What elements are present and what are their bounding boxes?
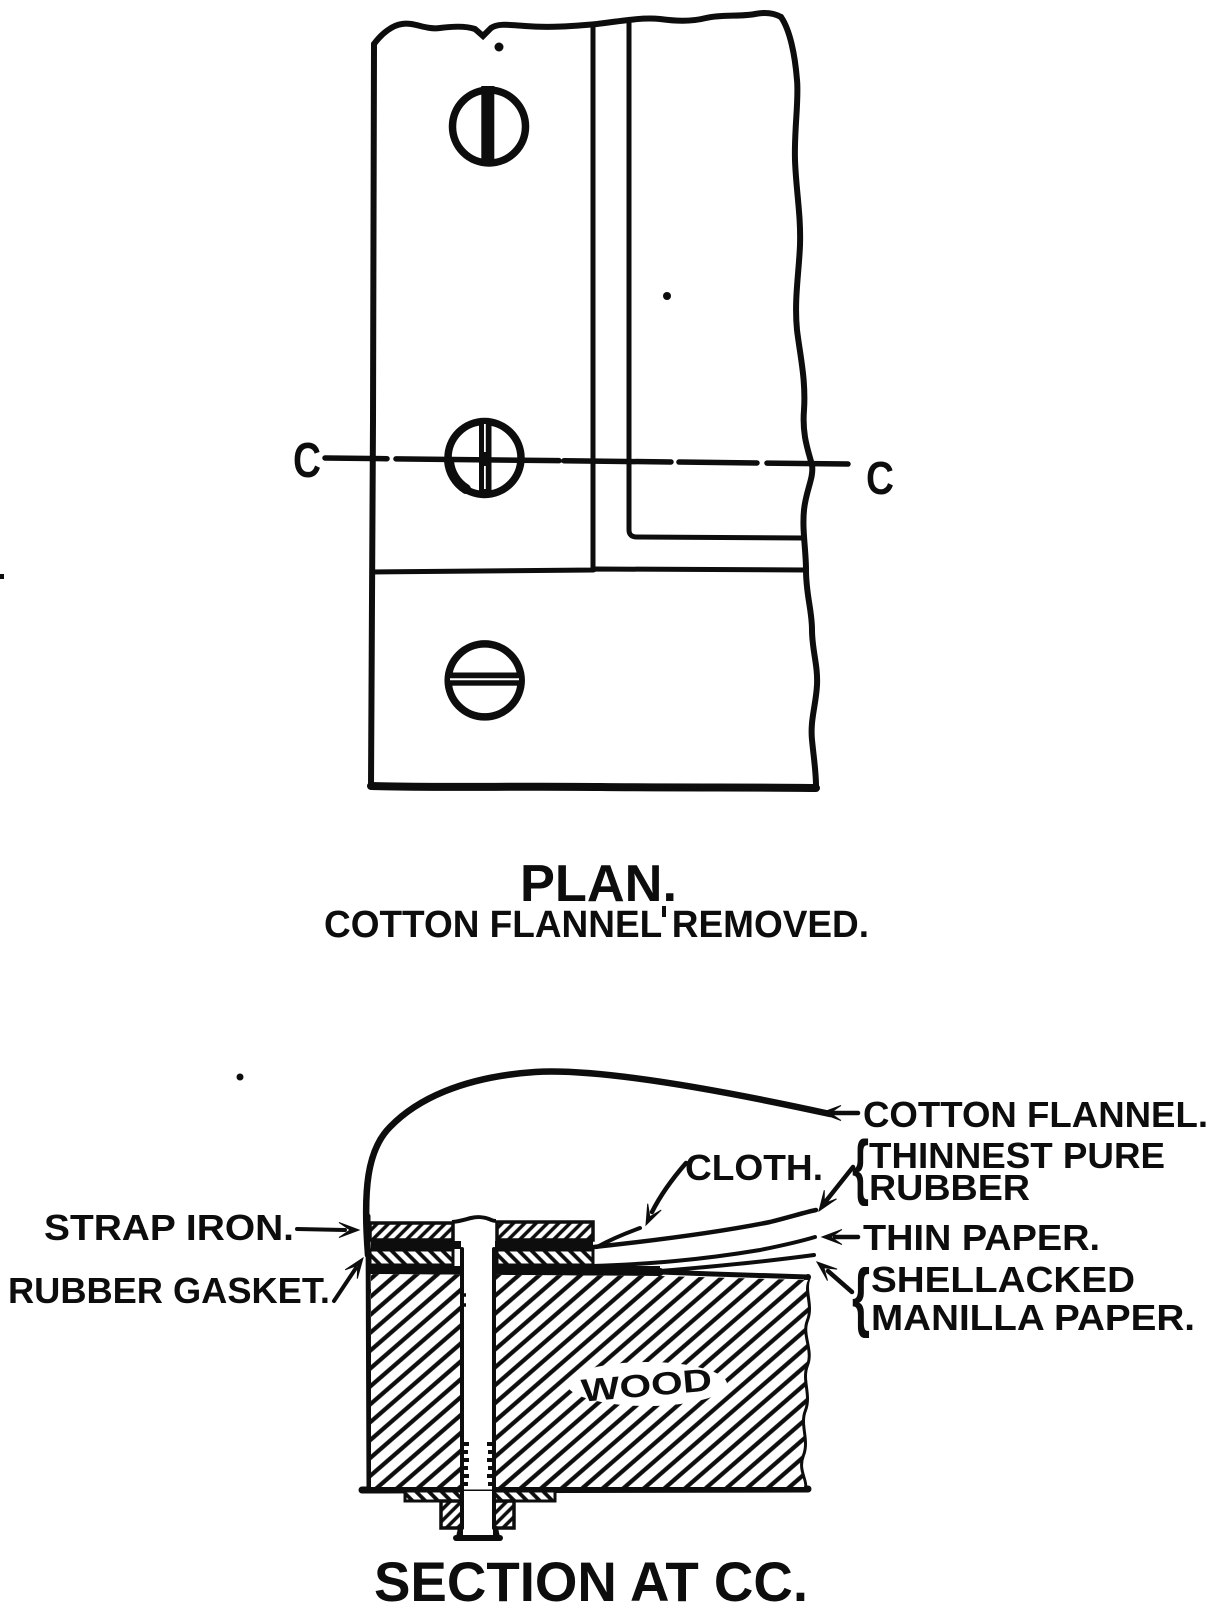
svg-text:THIN PAPER.: THIN PAPER. bbox=[863, 1217, 1100, 1258]
svg-text:{: { bbox=[852, 1127, 869, 1207]
svg-text:THINNEST PURE: THINNEST PURE bbox=[869, 1135, 1165, 1176]
svg-text:{: { bbox=[852, 1254, 870, 1339]
svg-text:RUBBER: RUBBER bbox=[869, 1167, 1030, 1208]
svg-text:SHELLACKED: SHELLACKED bbox=[871, 1259, 1135, 1300]
svg-text:STRAP IRON.: STRAP IRON. bbox=[44, 1207, 294, 1248]
svg-text:RUBBER GASKET.: RUBBER GASKET. bbox=[8, 1270, 330, 1311]
svg-text:C: C bbox=[866, 452, 894, 504]
svg-text:COTTON FLANNEL.: COTTON FLANNEL. bbox=[863, 1094, 1208, 1135]
svg-text:SECTION AT CC.: SECTION AT CC. bbox=[374, 1550, 808, 1613]
svg-text:COTTON FLANNEL REMOVED.: COTTON FLANNEL REMOVED. bbox=[324, 904, 869, 946]
svg-text:PLAN.: PLAN. bbox=[520, 855, 677, 913]
svg-text:MANILLA PAPER.: MANILLA PAPER. bbox=[871, 1297, 1195, 1338]
svg-text:CLOTH.: CLOTH. bbox=[685, 1147, 823, 1188]
svg-text:C: C bbox=[293, 434, 321, 488]
